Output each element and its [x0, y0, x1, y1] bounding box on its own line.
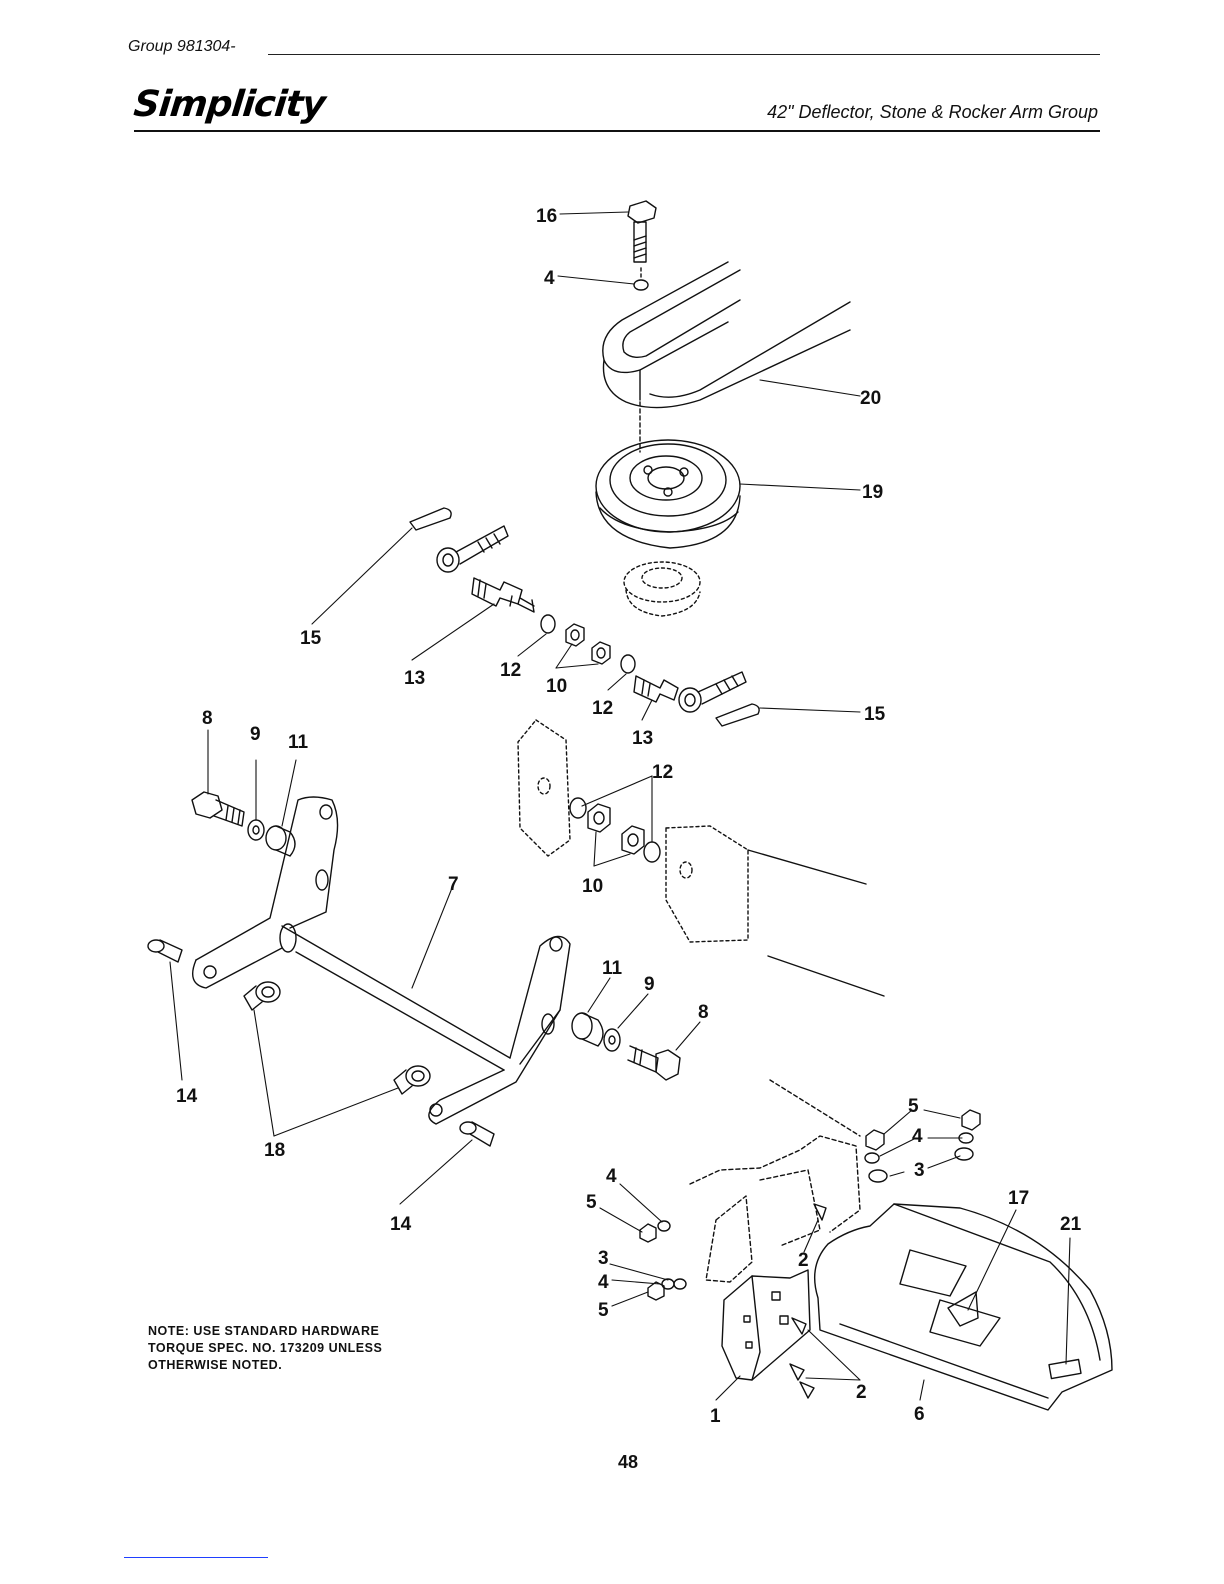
callout-21: 21 — [1060, 1214, 1082, 1235]
callout-3: 3 — [914, 1160, 925, 1181]
part-8-bolt-right — [628, 1046, 680, 1080]
part-11-spacer-right — [572, 1013, 603, 1046]
part-2-carriage-bolts — [790, 1204, 826, 1398]
part-18-spring-lower — [394, 1066, 430, 1094]
callout-13: 13 — [632, 728, 653, 749]
eye-bolt-lower — [679, 672, 746, 712]
callout-13: 13 — [404, 668, 425, 689]
part-14-pin-left — [148, 940, 182, 962]
callout-2: 2 — [856, 1382, 867, 1403]
hardware-note: NOTE: USE STANDARD HARDWARE TORQUE SPEC.… — [148, 1323, 382, 1374]
callout-15: 15 — [864, 704, 886, 725]
part-15-cotter-pin-lower — [716, 704, 759, 726]
part-14-pin-right — [460, 1122, 494, 1146]
part-12-lockwasher-a — [541, 615, 555, 633]
callout-8: 8 — [698, 1002, 709, 1023]
part-16-bolt — [628, 201, 656, 262]
part-20-belt — [603, 262, 850, 408]
callout-20: 20 — [860, 388, 881, 409]
callout-14: 14 — [390, 1214, 412, 1235]
part-10-nut-c — [588, 804, 610, 832]
part-12-lockwasher-d — [644, 842, 660, 862]
callout-16: 16 — [536, 206, 557, 227]
part-12-lockwasher-b — [621, 655, 635, 673]
callout-9: 9 — [644, 974, 655, 995]
part-8-bolt-left — [192, 792, 244, 826]
part-19-pulley — [596, 402, 740, 548]
callout-11: 11 — [602, 958, 623, 979]
callout-15: 15 — [300, 628, 322, 649]
note-line: OTHERWISE NOTED. — [148, 1357, 382, 1374]
part-17-deflector-plate — [948, 1292, 978, 1326]
callout-12: 12 — [500, 660, 521, 681]
spindle-hub-phantom — [624, 562, 700, 616]
note-line: NOTE: USE STANDARD HARDWARE — [148, 1323, 382, 1340]
footer-link-rule — [124, 1557, 268, 1558]
callout-12: 12 — [652, 762, 673, 783]
part-9-washer-right — [604, 1029, 620, 1051]
deck-corner-phantom — [690, 1080, 860, 1282]
callout-9: 9 — [250, 724, 261, 745]
callout-5: 5 — [598, 1300, 609, 1321]
part-10-nut-b — [592, 642, 610, 664]
callout-14: 14 — [176, 1086, 198, 1107]
callout-4: 4 — [606, 1166, 617, 1187]
part-12-lockwasher-c — [570, 798, 586, 818]
mounting-bracket-phantom — [518, 720, 748, 942]
callout-10: 10 — [582, 876, 603, 897]
callout-4: 4 — [544, 268, 555, 289]
callout-1: 1 — [710, 1406, 721, 1427]
callout-18: 18 — [264, 1140, 285, 1161]
part-10-nut-a — [566, 624, 584, 646]
part-13-stud-lower — [634, 676, 678, 702]
part-9-washer-left — [248, 820, 264, 840]
callout-2: 2 — [798, 1250, 809, 1271]
part-4-lockwasher — [634, 280, 648, 290]
callout-4: 4 — [598, 1272, 609, 1293]
callout-8: 8 — [202, 708, 213, 729]
callout-11: 11 — [288, 732, 309, 753]
note-line: TORQUE SPEC. NO. 173209 UNLESS — [148, 1340, 382, 1357]
callout-12: 12 — [592, 698, 613, 719]
callout-7: 7 — [448, 874, 459, 895]
callout-19: 19 — [862, 482, 883, 503]
callout-4: 4 — [912, 1126, 923, 1147]
part-15-cotter-pin-upper — [410, 508, 451, 530]
hardware-stack-left — [640, 1221, 686, 1300]
callout-5: 5 — [586, 1192, 597, 1213]
leader-lines — [170, 212, 1070, 1400]
callout-17: 17 — [1008, 1188, 1029, 1209]
callout-5: 5 — [908, 1096, 919, 1117]
part-13-stud-upper — [472, 578, 534, 612]
part-10-nut-d — [622, 826, 644, 854]
callout-labels: 16 4 20 19 15 13 12 10 12 13 15 8 9 11 1… — [176, 206, 1082, 1427]
part-7-rocker-arm — [193, 797, 570, 1124]
deck-outline-phantom — [748, 850, 884, 996]
callout-10: 10 — [546, 676, 567, 697]
callout-6: 6 — [914, 1404, 925, 1425]
callout-3: 3 — [598, 1248, 609, 1269]
part-18-spring-upper — [244, 982, 280, 1010]
eye-bolt-upper — [437, 526, 508, 572]
page-number: 48 — [618, 1452, 638, 1473]
